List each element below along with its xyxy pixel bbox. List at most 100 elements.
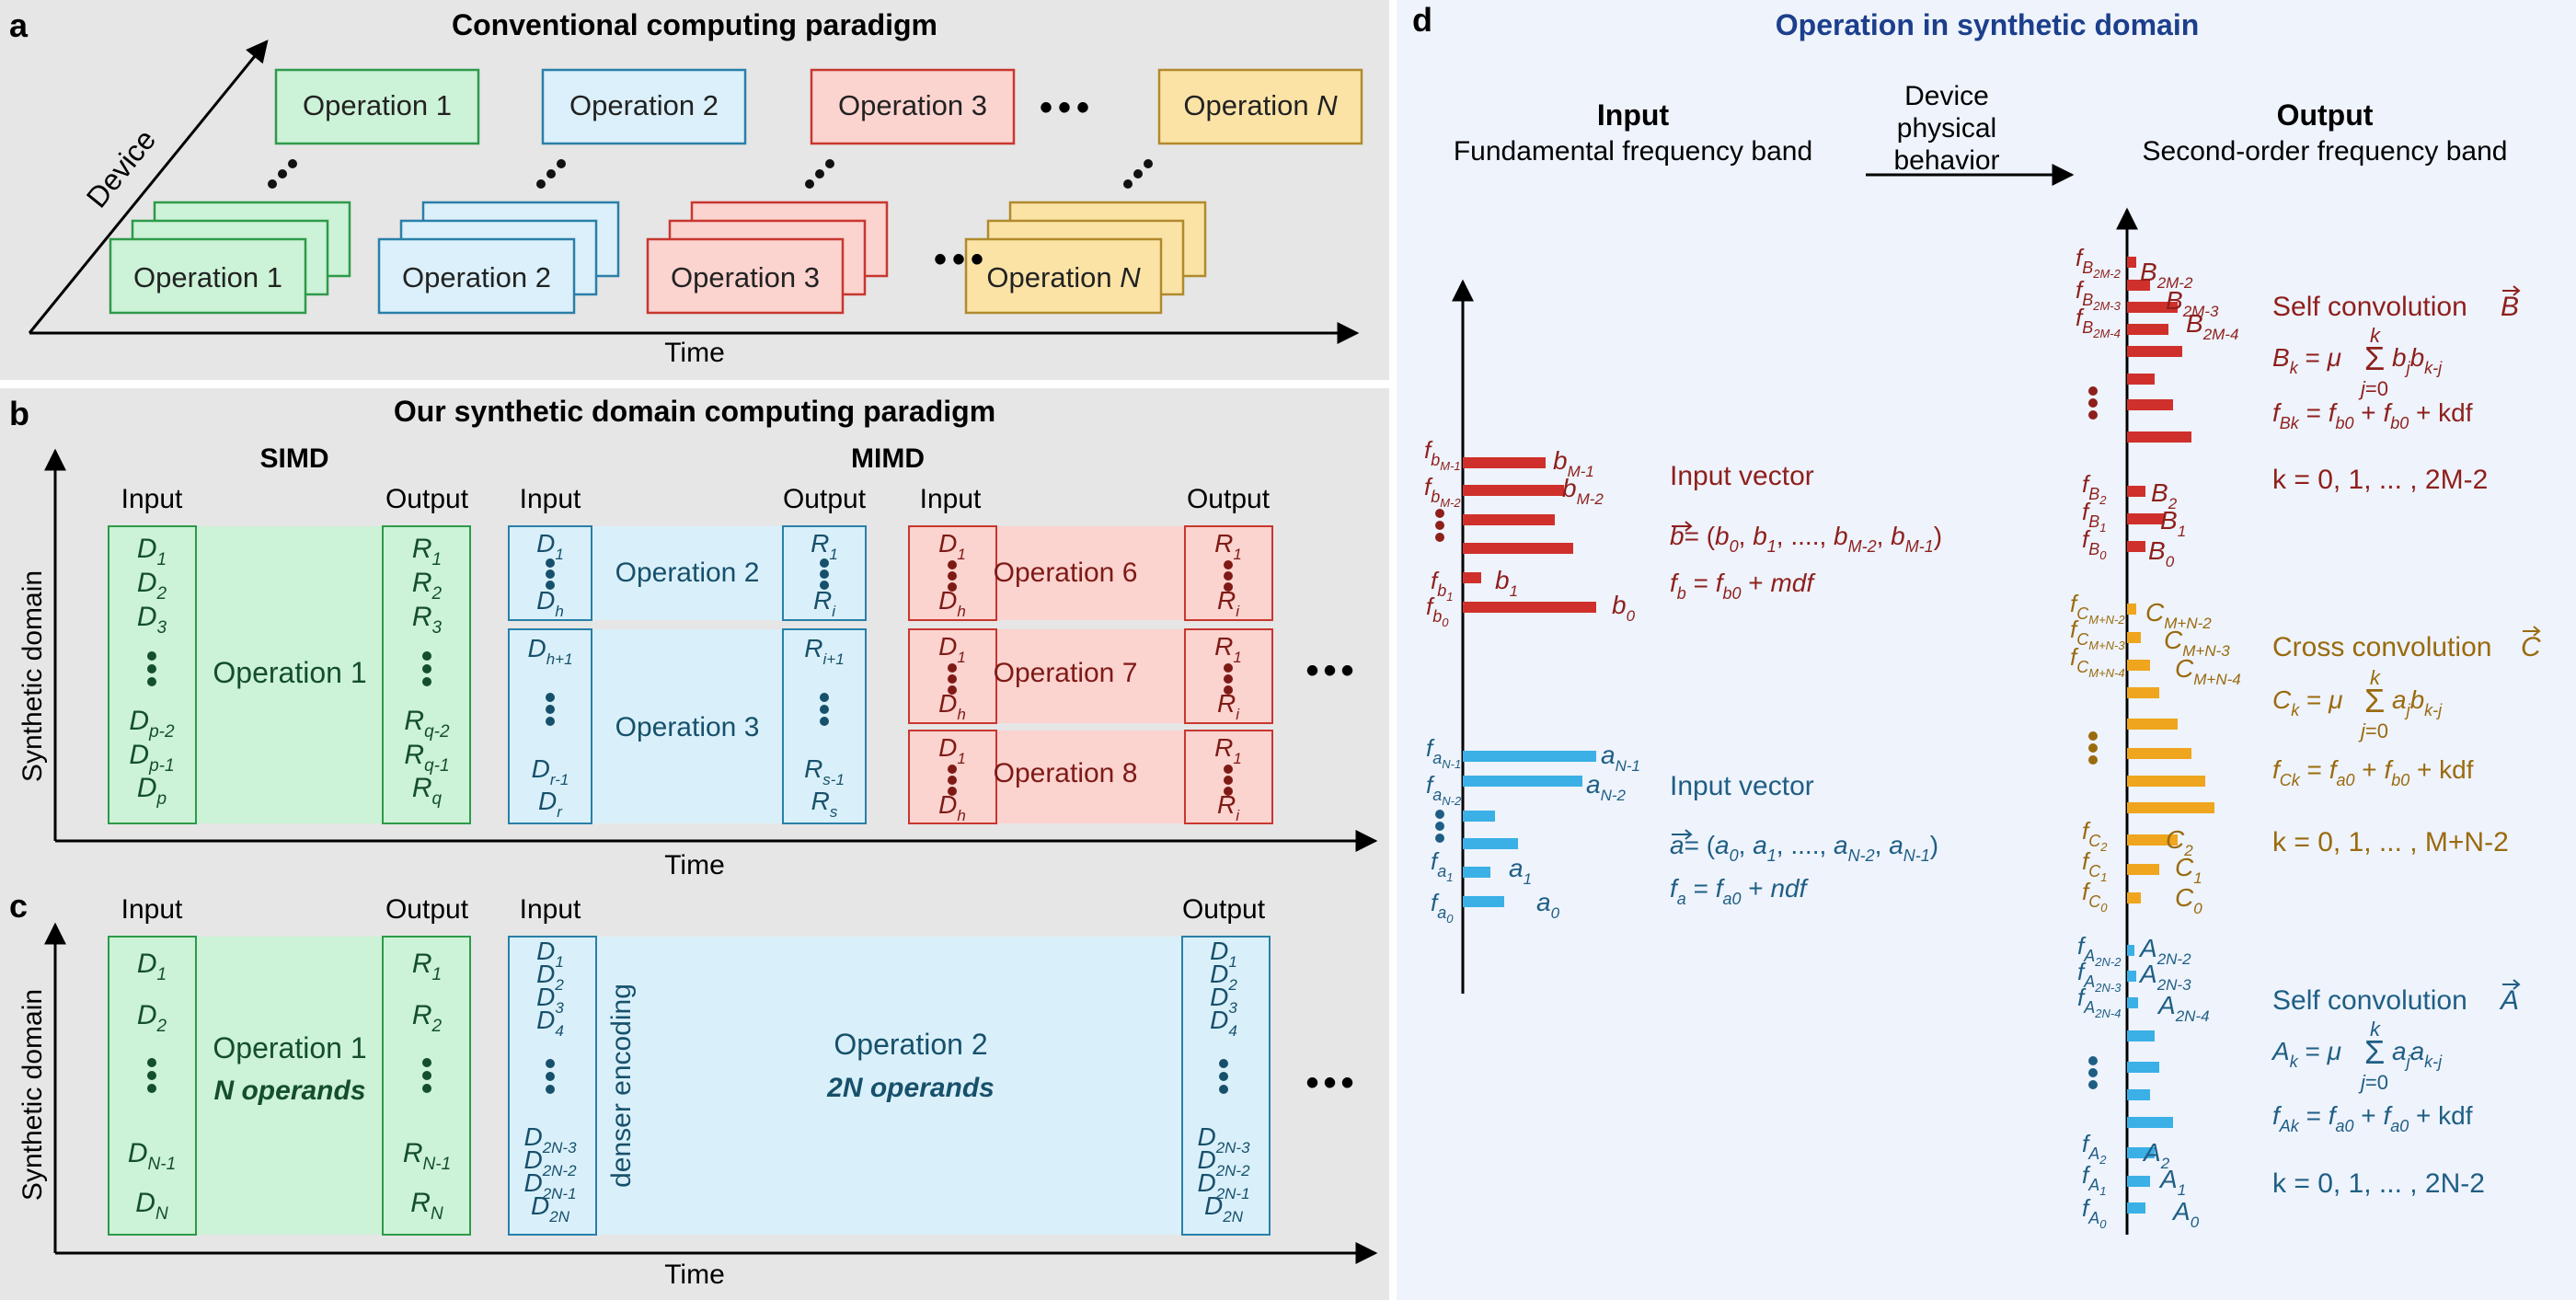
simd-input-d3: D3 [137,602,167,638]
op3-input-r-1: Dr-1 [532,754,569,788]
simd-output-r2: R2 [412,568,443,604]
label-CM+N-2: CM+N-2 [2145,598,2212,632]
c-output-dots [422,1058,431,1093]
device-behavior-line-2: physical [1897,113,1996,144]
output-B-bar-9 [2127,486,2145,497]
output-A-bar-9 [2127,1176,2150,1187]
bottom-operation-2-stack-0 [377,237,576,315]
output-B-bar-11 [2127,541,2145,552]
op6-input-dh: Dh [938,586,966,620]
mimd-blue-input-label: Input [520,484,581,514]
range-b: k = 0, 1, ... , 2M-2 [2272,465,2488,495]
f-b-dots [1435,509,1444,542]
f-A2N-2: fA2N-2 [2077,932,2122,969]
c-operation-1: Operation 1 [213,1031,366,1064]
output-B-bar-4 [2127,324,2168,335]
svg-text:Bk = μ: Bk = μ [2272,343,2341,377]
c-blue-band [509,937,1226,1235]
panel-d-background [1397,0,2576,1300]
output-A-bar-1 [2127,945,2134,956]
op7-input-dots [948,663,957,695]
top-operation-4-box [1157,68,1363,145]
bottom-operation-3-label: Operation 3 [671,261,820,293]
f-C1: fC1 [2082,847,2107,884]
c-blue-output-label: Output [1182,894,1266,925]
op2-input-dots [546,558,555,590]
mimd-operation-3: Operation 3 [615,712,760,742]
mimd-red-input-label: Input [920,484,982,514]
svg-text:Σ: Σ [2364,1033,2385,1071]
simd-output-tail-3: Rq [412,773,443,809]
input-a-bar-3 [1463,811,1495,822]
red-op8-input-box [908,730,997,824]
simd-label: SIMD [260,443,329,474]
mimd-blue-output-label: Output [783,484,867,514]
input-b-bar-2 [1463,485,1564,496]
c-blue-input-top-3: D3 [536,983,564,1017]
label-aN-1: aN-1 [1601,741,1640,775]
label-A2N-3: A2N-3 [2138,960,2191,994]
simd-input-d1: D1 [137,534,167,569]
c-ellipsis: ••• [1305,1063,1358,1103]
f-CM+N-2: fCM+N-2 [2070,590,2125,627]
simd-input-dots [147,651,156,686]
self-conv-vector-A: A [2499,985,2519,1016]
f-C0: fC0 [2082,878,2108,915]
f-a1: fa1 [1431,847,1453,884]
op3-output-s-1: Rs-1 [804,754,845,788]
f-A0: fA0 [2082,1194,2107,1231]
label-A2: A2 [2142,1138,2170,1172]
panel-d-letter: d [1412,1,1432,39]
output-C-bar-10 [2127,864,2159,875]
op3-input-dots [546,693,555,726]
svg-text:ajak-j: ajak-j [2392,1037,2443,1071]
output-C-bar-11 [2127,892,2141,903]
b-ellipsis: ••• [1305,650,1358,691]
output-A-bar-10 [2127,1202,2145,1214]
svg-text:j=0: j=0 [2358,1071,2388,1094]
op7-output-dots [1224,663,1233,695]
time-axis-a-label: Time [664,338,725,368]
op7-output-r1: R1 [1214,632,1242,666]
f-B2M-3: fB2M-3 [2076,276,2122,313]
panel-a: a Conventional computing paradigm Device… [9,6,1363,368]
fB-equation: fBk = fb0 + fb0 + kdf [2272,398,2473,432]
f-a0: fa0 [1431,889,1454,926]
op6-input-dots [948,560,957,592]
c-output-r2: R2 [412,1000,443,1036]
ellipsis-bottom: ••• [934,239,989,280]
c-green-output-label: Output [385,894,469,925]
input-band-subtitle: Fundamental frequency band [1454,136,1812,167]
op8-output-ri: Ri [1217,790,1240,824]
label-CM+N-4: CM+N-4 [2175,654,2241,688]
f-A2N-3: fA2N-3 [2077,958,2122,995]
output-A-bar-4 [2127,1030,2155,1041]
denser-encoding-label: denser encoding [606,984,637,1188]
c-blue-input-top-2: D2 [536,960,564,994]
op8-input-dots [948,765,957,796]
panel-b-letter: b [9,395,29,432]
top-operation-2-label: Operation 2 [569,89,719,121]
c-blue-output-top-4: D4 [1210,1006,1237,1040]
output-B-bar-10 [2127,513,2164,524]
f-A2N-4: fA2N-4 [2077,984,2121,1020]
operation-1-diagonal-dots [268,159,297,189]
svg-text:ajbk-j: ajbk-j [2392,685,2443,719]
c-operation-2-operands: 2N operands [826,1073,995,1103]
device-behavior-line-3: behavior [1893,145,1999,176]
output-B-bar-5 [2127,346,2182,357]
op8-output-dots [1224,765,1233,796]
op6-output-dots [1224,560,1233,592]
operation-4-diagonal-dots [1123,159,1153,189]
input-b-bar-5 [1463,572,1481,583]
input-a-bar-5 [1463,867,1490,878]
input-a-bar-4 [1463,838,1518,849]
f-C-dots [2088,731,2098,765]
bottom-operation-3-stack-0 [646,237,845,315]
input-b-bar-1 [1463,457,1546,468]
label-a1: a1 [1509,854,1532,888]
top-operation-1-label: Operation 1 [303,89,452,121]
op7-output-ri: Ri [1217,689,1240,723]
